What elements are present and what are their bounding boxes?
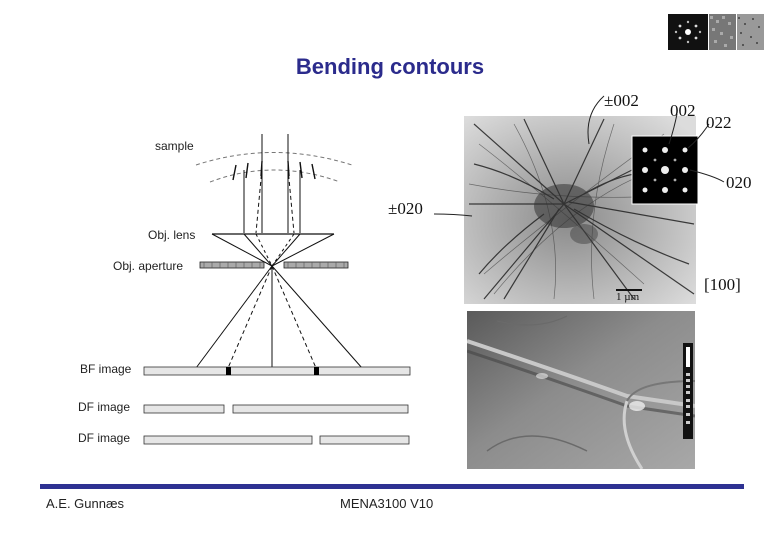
objective-aperture-left <box>199 261 265 269</box>
objective-aperture-label: Obj. aperture <box>113 259 184 273</box>
ray-diagram <box>143 134 411 445</box>
df1-image-plate-right <box>232 404 409 414</box>
footer-bar <box>40 484 744 489</box>
diffracted-rays <box>255 167 295 234</box>
incident-beams <box>261 134 289 168</box>
df2-image-plate-right <box>319 435 410 445</box>
bf-image-label: BF image <box>80 362 132 376</box>
bend-contour-micrograph: 1 µm ±002 002 022 020 ±020 [100] <box>388 91 752 304</box>
label-pm002: ±002 <box>604 91 639 110</box>
bf-image-plate <box>143 366 411 376</box>
sample-label: sample <box>155 139 194 153</box>
footer-author: A.E. Gunnæs <box>46 496 125 511</box>
scale-bar-label: 1 µm <box>616 291 640 303</box>
df-image-label-1: DF image <box>78 400 131 414</box>
label-zone-axis: [100] <box>704 275 741 294</box>
header-logo <box>668 14 764 50</box>
bf-contour-right <box>314 367 319 375</box>
bf-contour-left <box>226 367 231 375</box>
footer-course: MENA3100 V10 <box>340 496 434 511</box>
label-spot002: 002 <box>670 101 696 120</box>
label-pm020: ±020 <box>388 199 423 218</box>
focused-rays <box>211 233 335 267</box>
df1-image-plate-left <box>143 404 225 414</box>
df-image-label-2: DF image <box>78 431 131 445</box>
objective-aperture-right <box>283 261 349 269</box>
image-rays <box>195 265 363 369</box>
objective-lens-label: Obj. lens <box>148 228 196 242</box>
sample-curve-inner <box>209 169 341 183</box>
label-spot020: 020 <box>726 173 752 192</box>
label-spot022: 022 <box>706 113 732 132</box>
sample-curve-outer <box>195 152 353 166</box>
df-micrograph <box>467 311 695 469</box>
diffraction-logo-icon <box>668 14 764 50</box>
transmitted-rays <box>243 168 301 233</box>
df2-image-plate-left <box>143 435 313 445</box>
slide-title: Bending contours <box>295 54 485 79</box>
